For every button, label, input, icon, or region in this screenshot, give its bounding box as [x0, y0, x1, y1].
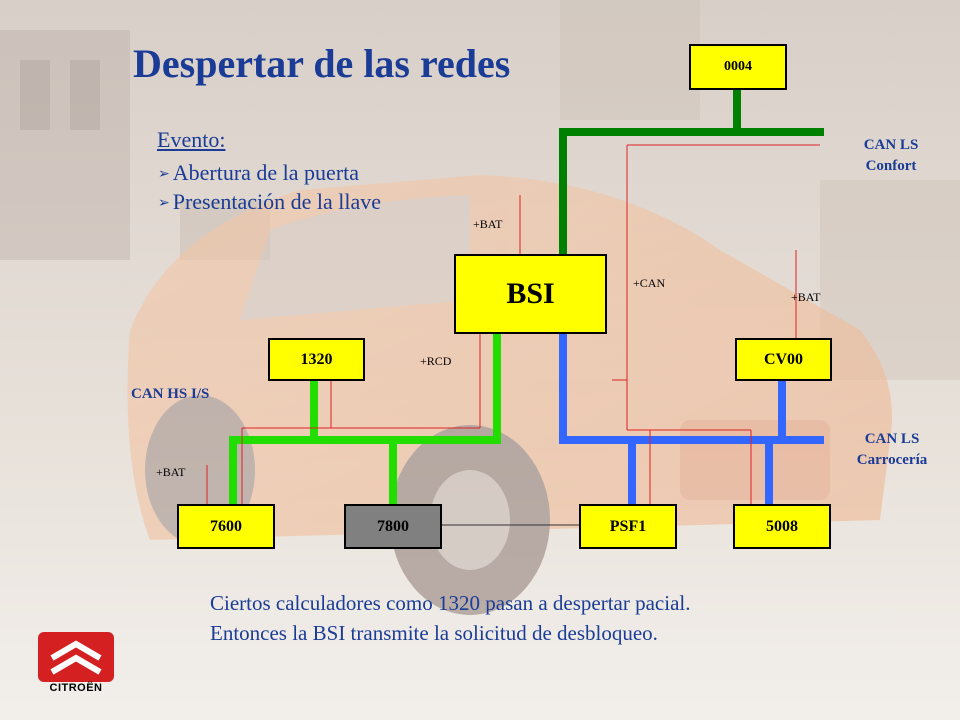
signal-label-bat-cv00: +BAT: [791, 290, 821, 304]
signal-label-can: +CAN: [633, 276, 666, 290]
bus-label-can-ls-carroceria: CAN LS Carrocería: [840, 429, 944, 471]
node-5008: 5008: [733, 504, 831, 549]
node-1320: 1320: [268, 338, 365, 381]
can-ls-confort-bus: [559, 86, 824, 259]
bus-label-line: Confort: [865, 158, 917, 174]
node-0004: 0004: [689, 44, 787, 90]
event-heading: Evento:: [157, 127, 226, 152]
brand-name: CITROËN: [49, 682, 103, 694]
page-title: Despertar de las redes: [133, 41, 511, 86]
bus-label-line: Carrocería: [856, 452, 928, 468]
can-ls-carroceria-bus: [559, 329, 824, 511]
signal-label-bat-bsi: +BAT: [473, 217, 503, 231]
node-7600: 7600: [177, 504, 275, 549]
event-item-text: Presentación de la llave: [172, 189, 382, 214]
arrow-bullet-icon: ➢: [158, 167, 170, 182]
can-hs-bus: [229, 329, 501, 511]
bus-label-line: CAN LS: [864, 431, 920, 447]
bus-label-line: CAN LS: [863, 137, 919, 153]
signal-label-bat-7600: +BAT: [156, 465, 186, 479]
event-item-text: Abertura de la puerta: [172, 160, 360, 185]
node-7800: 7800: [344, 504, 442, 549]
footer-line: Ciertos calculadores como 1320 pasan a d…: [210, 591, 691, 615]
bus-label-can-hs: CAN HS I/S: [131, 386, 210, 402]
signal-label-rcd: +RCD: [420, 354, 452, 368]
event-item: ➢Abertura de la puerta: [158, 160, 359, 186]
bus-label-can-ls-confort: CAN LS Confort: [846, 135, 936, 177]
event-item: ➢Presentación de la llave: [158, 189, 381, 215]
arrow-bullet-icon: ➢: [158, 196, 170, 211]
node-psf1: PSF1: [579, 504, 677, 549]
node-bsi: BSI: [454, 254, 607, 334]
node-cv00: CV00: [735, 338, 832, 381]
citroen-logo-icon: [38, 632, 114, 682]
supply-lines: [206, 144, 820, 507]
footer-line: Entonces la BSI transmite la solicitud d…: [210, 621, 658, 645]
